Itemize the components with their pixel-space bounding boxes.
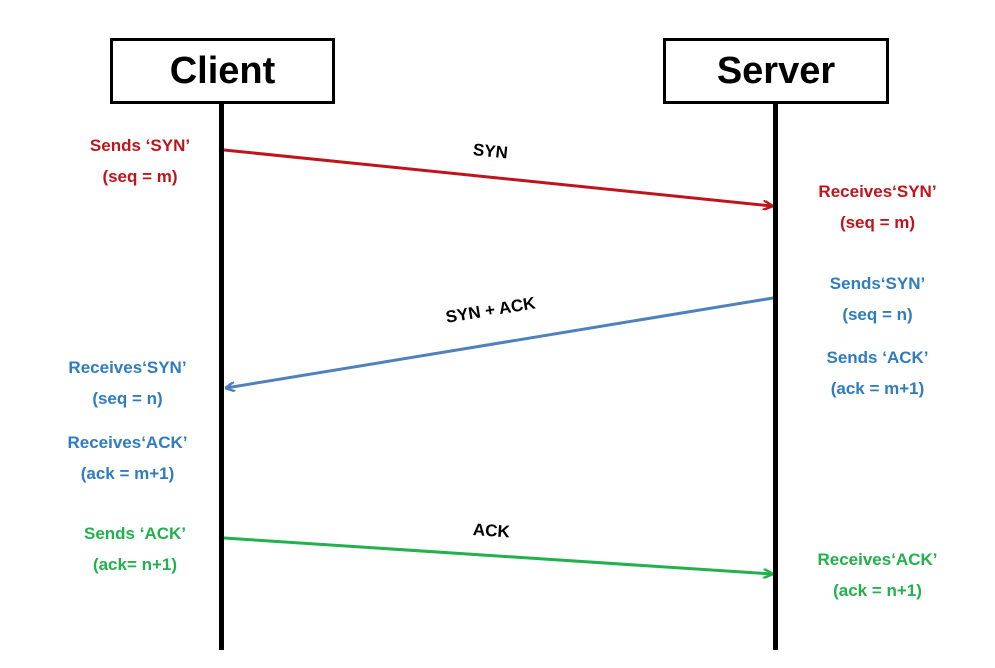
server-lifeline [773,104,778,650]
client-note-line: (seq = m) [102,167,178,186]
server-note-line: (ack = m+1) [830,379,925,398]
client-note-line: (ack = m+1) [80,464,175,483]
client-note-line: (ack= n+1) [92,555,178,574]
client-participant-box: Client [110,38,335,104]
syn-message-label: SYN [472,140,509,163]
server-label: Server [716,49,836,92]
client-note-receives-ack: Receives‘ACK’ (ack = m+1) [40,427,215,489]
server-note-line: Receives‘ACK’ [817,550,938,569]
server-note-receives-syn: Receives‘SYN’ (seq = m) [790,176,965,238]
server-note-sends-ack: Sends ‘ACK’ (ack = m+1) [790,342,965,404]
ack-message-label: ACK [472,520,511,542]
client-note-receives-syn: Receives‘SYN’ (seq = n) [40,352,215,414]
client-note-line: Receives‘SYN’ [68,358,187,377]
server-note-line: Receives‘SYN’ [818,182,937,201]
syn-ack-arrow [226,296,774,388]
server-note-line: (seq = n) [842,305,913,324]
client-note-line: Sends ‘ACK’ [83,524,187,543]
server-note-line: Sends ‘ACK’ [826,348,929,367]
ack-arrow [223,536,772,574]
client-note-sends-ack: Sends ‘ACK’ (ack= n+1) [60,518,210,580]
client-lifeline [219,104,224,650]
server-note-line: Sends‘SYN’ [829,274,926,293]
server-note-line: (seq = m) [839,213,916,232]
client-label: Client [169,49,276,92]
server-note-sends-syn: Sends‘SYN’ (seq = n) [790,268,965,330]
client-note-line: (seq = n) [92,389,163,408]
server-note-receives-ack: Receives‘ACK’ (ack = n+1) [790,544,965,606]
server-participant-box: Server [663,38,889,104]
client-note-line: Sends ‘SYN’ [89,136,191,155]
syn-arrow [223,148,772,206]
client-note-line: Receives‘ACK’ [67,433,188,452]
server-note-line: (ack = n+1) [833,581,922,600]
client-note-sends-syn: Sends ‘SYN’ (seq = m) [70,130,210,192]
